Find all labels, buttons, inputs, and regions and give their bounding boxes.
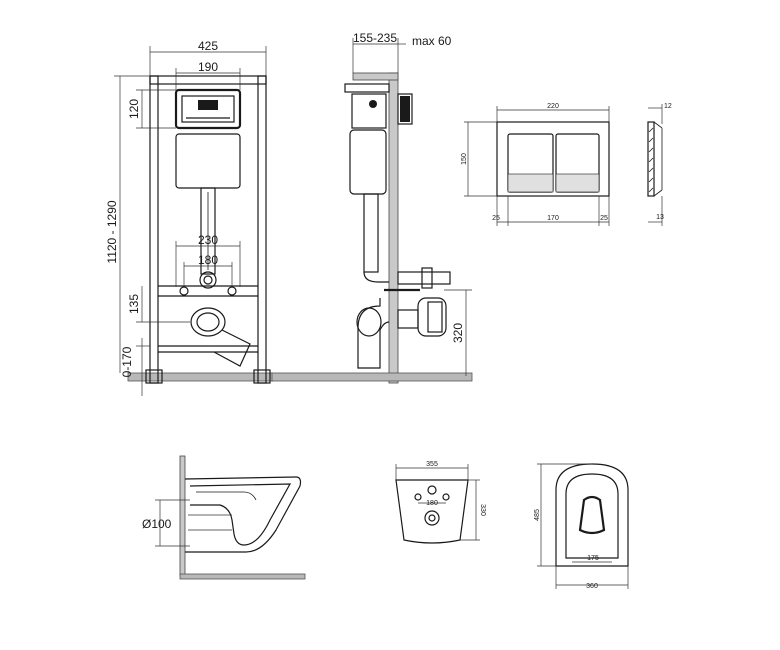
dim-side-outlet-height: 320 xyxy=(451,323,465,343)
dim-plate-margin-left: 25 xyxy=(492,215,500,222)
dim-plate-margin-right: 25 xyxy=(600,215,608,222)
dim-plate-button-span: 170 xyxy=(547,215,559,222)
dim-bowl-outlet-diameter: Ø100 xyxy=(142,517,172,531)
dim-front-plate-height: 120 xyxy=(127,99,141,119)
dim-bowl-outer-width: 360 xyxy=(586,583,598,590)
dim-front-adjust-height: 0-170 xyxy=(120,346,134,377)
flush-plate-front: 220 150 25 170 25 xyxy=(461,103,610,226)
dim-front-inner-bolt-width: 180 xyxy=(198,253,218,267)
bowl-back-view: 355 180 330 xyxy=(395,461,486,544)
dim-front-bolt-width: 230 xyxy=(198,233,218,247)
dim-bowl-bolt-spacing: 180 xyxy=(426,500,438,507)
dim-bowl-back-height: 330 xyxy=(479,504,486,516)
dim-bowl-length: 485 xyxy=(534,509,541,521)
side-view: 155-235 max 60 320 xyxy=(271,31,473,384)
bowl-top-view: 485 175 360 xyxy=(534,463,629,590)
dim-plate-height: 150 xyxy=(461,153,468,165)
bowl-side-section: Ø100 xyxy=(142,455,306,580)
flush-plate-side: 12 13 xyxy=(647,103,672,226)
dim-side-depth-range: 155-235 xyxy=(353,31,397,45)
dim-front-width-total: 425 xyxy=(198,39,218,53)
dim-front-plate-width: 190 xyxy=(198,60,218,74)
dim-plate-depth-top: 12 xyxy=(664,103,672,110)
dim-side-max-label: max 60 xyxy=(412,34,452,48)
dim-plate-depth-bottom: 13 xyxy=(656,214,664,221)
dim-front-outlet-height: 135 xyxy=(127,294,141,314)
dim-bowl-back-width: 355 xyxy=(426,461,438,468)
front-view: 425 190 1120 - 1290 120 230 180 135 0-17… xyxy=(105,39,274,396)
dim-plate-width: 220 xyxy=(547,103,559,110)
dim-front-height-range: 1120 - 1290 xyxy=(105,200,119,263)
dim-bowl-inner-width: 175 xyxy=(587,555,599,562)
